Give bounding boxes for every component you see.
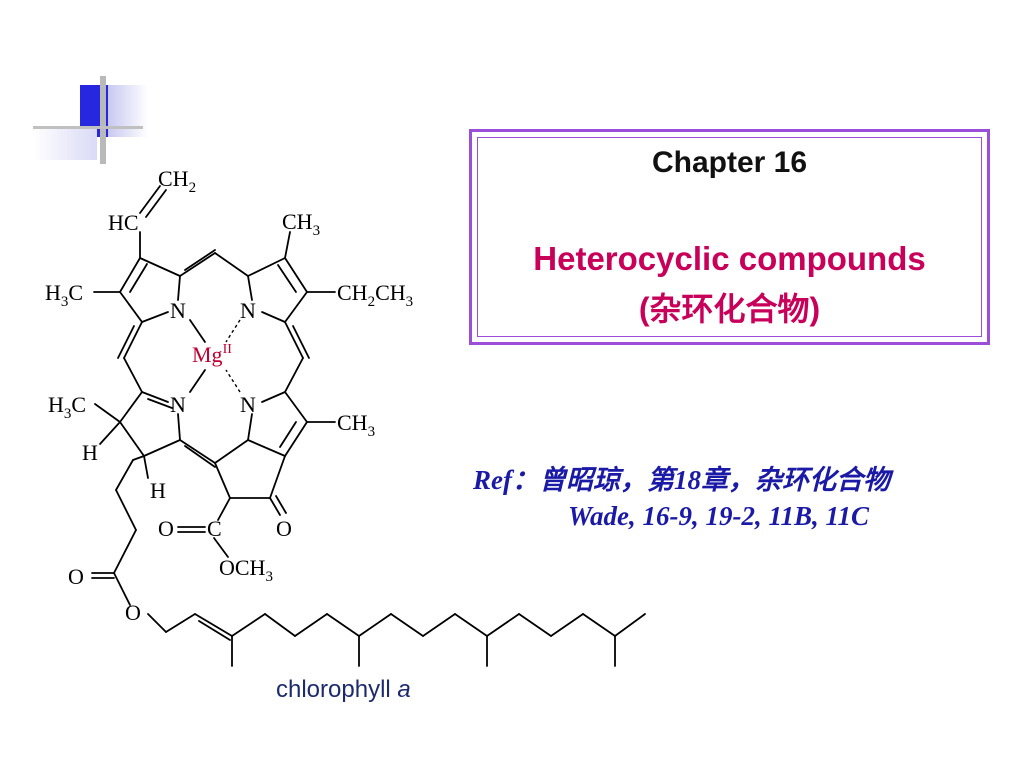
label-ch2-vinyl: CH2 (158, 166, 196, 196)
deco-block-pale (33, 128, 97, 160)
label-h3c-upper: H3C (45, 280, 83, 310)
label-h3c-lower: H3C (48, 392, 86, 422)
label-n-b: N (240, 298, 256, 323)
label-h-left: H (82, 440, 98, 465)
deco-vertical-bar (100, 76, 106, 164)
label-mg: MgII (192, 342, 232, 367)
caption-text: chlorophyll (276, 676, 391, 703)
label-o-propionate-ether: O (125, 600, 141, 625)
label-ch3-top: CH3 (282, 209, 320, 239)
label-o-ketone: O (276, 516, 292, 541)
label-o-ester-carbonyl: O (158, 516, 174, 541)
reference-line-1: Ref：曾昭琼，第18章，杂环化合物 (473, 465, 890, 495)
label-ch3-lower: CH3 (337, 410, 375, 440)
label-ch2ch3: CH2CH3 (337, 280, 413, 310)
caption-italic-a: a (397, 676, 411, 703)
label-n-c: N (170, 392, 186, 417)
label-h-ring: H (150, 478, 166, 503)
deco-horizontal-bar (33, 126, 143, 129)
label-hc: HC (108, 210, 139, 235)
label-c-ester: C (207, 516, 222, 541)
label-o-propionate-carbonyl: O (68, 564, 84, 589)
title-box-inner-border (477, 137, 982, 337)
chapter-title: Chapter 16 (651, 146, 808, 179)
label-n-d: N (240, 392, 256, 417)
chlorophyll-structure-diagram: CH2 HC CH3 H3C CH2CH3 N N N N MgII H3C C… (45, 166, 646, 667)
title-box: Chapter 16 Heterocyclic compounds (杂环化合物… (469, 129, 990, 345)
label-och3: OCH3 (219, 555, 273, 585)
reference-line-2: Wade, 16-9, 19-2, 11B, 11C (568, 501, 870, 531)
corner-decoration (0, 0, 160, 180)
label-n-a: N (170, 298, 186, 323)
topic-title-chinese: (杂环化合物) (638, 291, 821, 327)
topic-title: Heterocyclic compounds (533, 240, 926, 277)
figure-caption: chlorophyll a (276, 676, 411, 704)
